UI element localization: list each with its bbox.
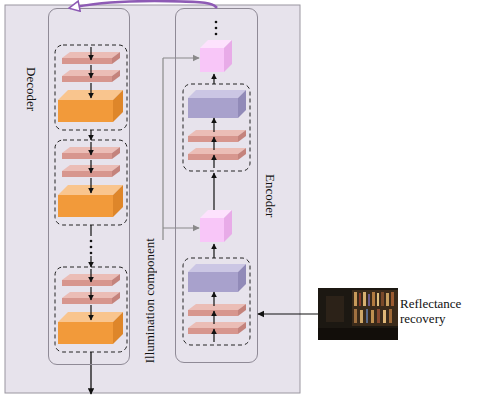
photo-book [377,309,380,323]
skip-arrow [70,1,217,8]
ellipsis-dot [90,252,93,255]
illumination-arrow [163,57,199,58]
photo-book [391,292,394,306]
photo-book [368,294,370,306]
photo-book [360,310,363,323]
column-title: Encoder [263,174,278,217]
photo-floor [318,328,398,340]
photo-shelf [326,296,344,322]
photo-book [386,293,389,306]
illumination-cube [200,40,232,72]
photo-book [359,293,361,306]
photo-book [389,309,392,323]
photo-book [354,292,357,306]
photo-book [381,292,384,306]
flow-arrow [90,130,91,140]
photo-book [354,309,357,323]
flow-arrow [90,256,91,267]
encoder-stage [183,84,250,171]
decoder-stage [55,267,127,352]
photo-book [377,293,379,306]
node-label: Reflectance recovery [400,296,472,326]
flow-arrow [90,225,91,236]
input-image-node: Reflectance recovery [318,288,473,340]
output-arrow [90,352,91,394]
photo-book [383,310,386,323]
annotation-label: Illumination component [142,238,157,363]
ellipsis-dot [90,240,93,243]
decoder-stage [55,140,127,225]
photo-shelf [352,290,398,326]
illumination-line [162,58,163,240]
photo-book [366,309,368,323]
ellipsis-dot [215,33,218,36]
flow-arrow [213,74,214,84]
ellipsis-dot [215,21,218,24]
flow-arrow [213,244,214,258]
network-column: Decoder [48,8,130,365]
encoder-stage [183,258,250,345]
photo-book [371,310,374,323]
column-title: Decoder [24,67,39,111]
ellipsis-dot [90,246,93,249]
photo-book [372,292,375,306]
decoder-stage [55,45,127,130]
network-column: Encoder [175,8,258,363]
ellipsis-dot [215,27,218,30]
input-photo [318,288,398,340]
photo-book [363,292,366,306]
flow-arrow [213,173,214,210]
outer-frame [5,5,300,393]
input-arrow [258,313,318,314]
photo-background [318,288,398,340]
illumination-arrow [163,227,199,228]
illumination-cube [200,210,232,242]
